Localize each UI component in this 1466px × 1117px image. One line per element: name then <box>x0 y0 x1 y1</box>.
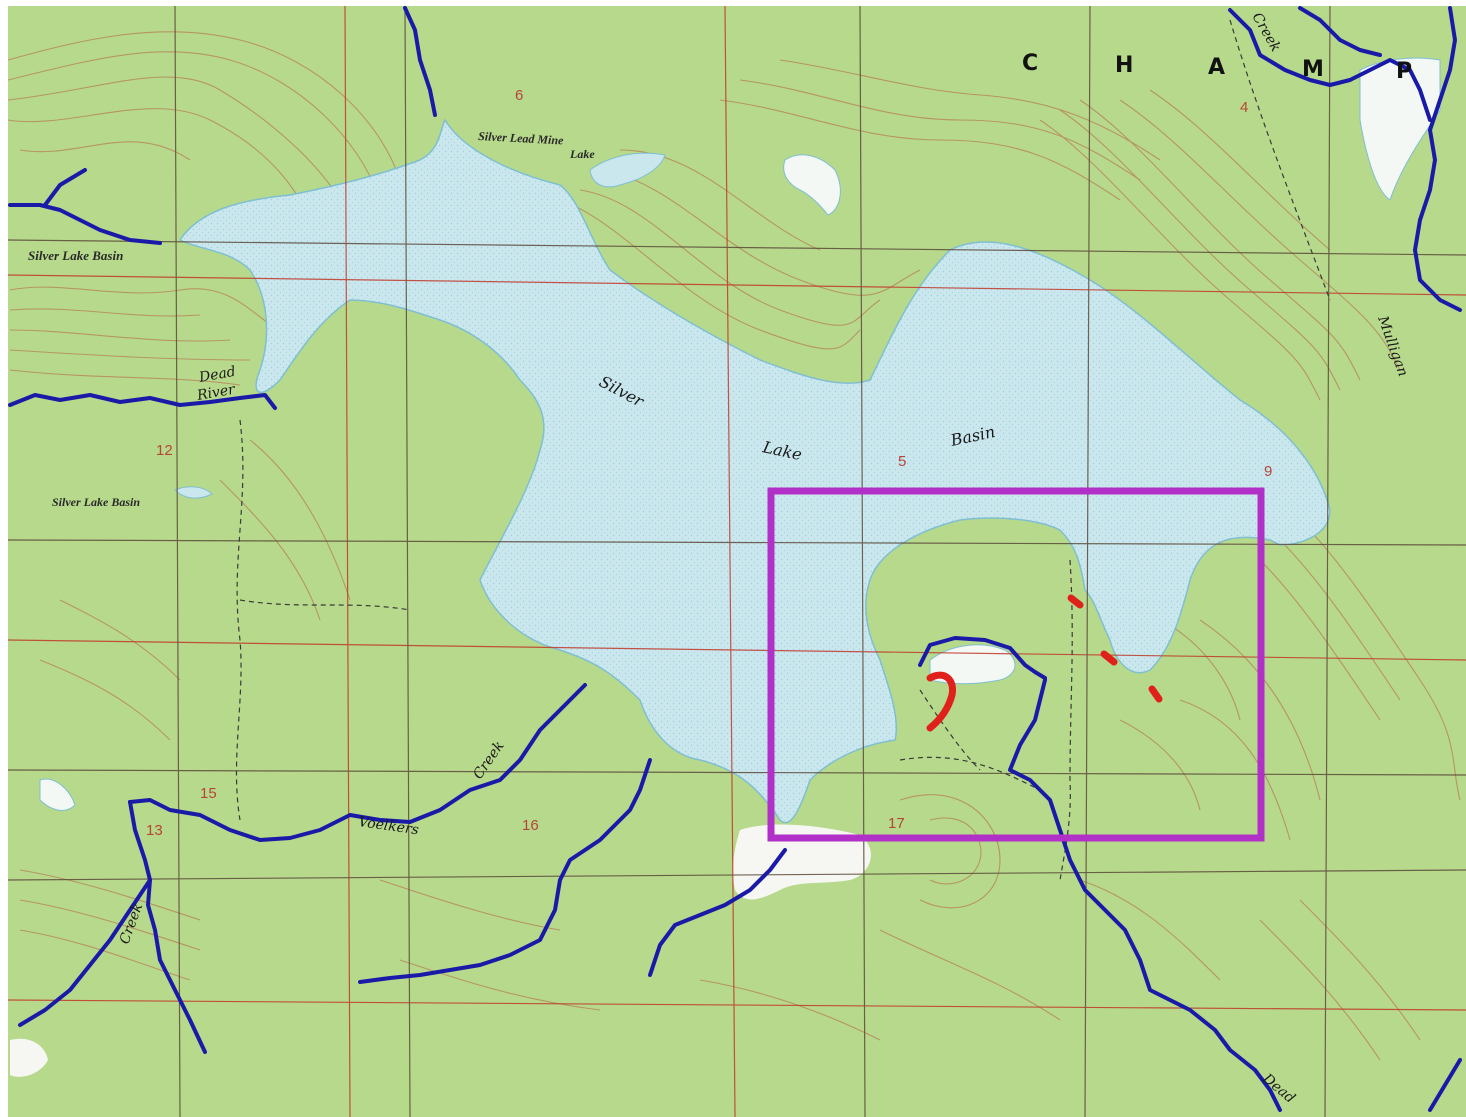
streams <box>8 6 1462 1112</box>
creek-west <box>128 800 207 1054</box>
stream-nw-branch <box>43 168 87 207</box>
section-16: 16 <box>522 817 539 834</box>
dead-river-se <box>1008 678 1282 1112</box>
red-marker-2 <box>1100 650 1118 666</box>
voelkers-creek <box>128 683 587 842</box>
red-marker-3 <box>1148 685 1163 703</box>
section-15: 15 <box>200 785 217 802</box>
mulligan-creek <box>1413 6 1462 312</box>
silver-lake-basin-water <box>178 118 1331 824</box>
creek-south <box>358 758 652 984</box>
contour-lines <box>7 31 1461 1061</box>
bay-inner-lake <box>929 644 1016 685</box>
silver-lead-mine-lake-water <box>589 152 666 188</box>
small-lake-w <box>174 486 213 499</box>
stream-se-corner <box>1428 1058 1462 1112</box>
region-letter-3: A <box>1208 55 1225 80</box>
section-4: 4 <box>1240 99 1248 116</box>
region-letter-2: H <box>1115 53 1133 78</box>
red-marker-1 <box>1067 594 1084 609</box>
creek-south-2 <box>648 848 787 977</box>
highlight-box <box>767 487 1265 842</box>
region-letter-4: M <box>1302 57 1324 82</box>
section-9: 9 <box>1264 463 1272 480</box>
stream-north <box>403 6 437 117</box>
red-markers <box>926 594 1163 732</box>
stream-ne-2 <box>1298 6 1382 57</box>
label-silver-lake-basin-nw: Silver Lake Basin <box>28 248 123 263</box>
clearing-sw <box>10 1038 48 1077</box>
survey-grid <box>7 5 1466 1117</box>
red-marker-arc <box>926 671 957 732</box>
clearing-south <box>732 824 871 900</box>
label-river: River <box>195 381 237 404</box>
section-numbers: 12 13 15 16 17 9 5 4 6 <box>146 87 1272 839</box>
section-5: 5 <box>898 453 906 470</box>
stream-nw <box>8 203 162 245</box>
stream-ne <box>1228 8 1432 122</box>
dead-river-west <box>8 393 277 410</box>
trails <box>235 19 1331 881</box>
section-12: 12 <box>156 442 173 459</box>
section-17: 17 <box>888 815 905 832</box>
region-name: C H A M P <box>1022 51 1412 84</box>
label-dead: Dead <box>197 364 237 386</box>
bay-outlet-stream <box>918 636 1047 680</box>
small-lake-sw <box>39 778 76 811</box>
region-letter-5: P <box>1396 59 1412 84</box>
small-lake-north <box>783 154 841 216</box>
creek-west-branch <box>18 878 152 1027</box>
label-silver-lake-basin-w: Silver Lake Basin <box>52 495 140 509</box>
label-silver-lead-mine-lake: Lake <box>569 147 595 161</box>
label-silver-lead-mine: Silver Lead Mine <box>478 129 565 147</box>
region-letter-1: C <box>1022 51 1038 76</box>
section-6: 6 <box>515 87 523 104</box>
section-13: 13 <box>146 822 163 839</box>
